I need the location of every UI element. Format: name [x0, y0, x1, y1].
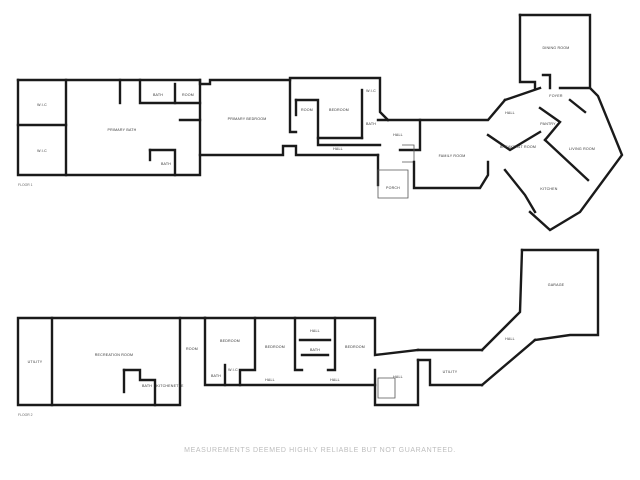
- room-label-bedroom-4: BEDROOM: [345, 345, 365, 349]
- room-label-hall-3: HALL: [505, 111, 515, 115]
- room-label-kitchen: KITCHEN: [540, 187, 557, 191]
- room-label-family-room: FAMILY ROOM: [439, 154, 466, 158]
- room-label-garage: GARAGE: [548, 283, 565, 287]
- room-label-living-room: LIVING ROOM: [569, 147, 595, 151]
- room-label-recreation-room: RECREATION ROOM: [95, 353, 133, 357]
- room-label-bath-5: BATH: [211, 374, 221, 378]
- room-label-bath-4: BATH: [142, 384, 152, 388]
- room-label-primary-bath: PRIMARY BATH: [108, 128, 137, 132]
- room-label-room-2: ROOM: [301, 108, 313, 112]
- disclaimer-text: MEASUREMENTS DEEMED HIGHLY RELIABLE BUT …: [184, 447, 456, 454]
- room-label-hall-8: HALL: [505, 337, 515, 341]
- room-label-hall-5: HALL: [265, 378, 275, 382]
- room-label-breakfast-room: BREAKFAST ROOM: [500, 145, 536, 149]
- room-label-hall-6: HALL: [330, 378, 340, 382]
- floor-1-label: FLOOR 1: [18, 183, 33, 187]
- room-label-room: ROOM: [182, 93, 194, 97]
- room-label-utility-2: UTILITY: [443, 370, 458, 374]
- room-label-wic-1: W.I.C: [37, 103, 47, 107]
- room-label-hall-1: HALL: [333, 147, 343, 151]
- room-label-pantry: PANTRY: [540, 122, 556, 126]
- room-label-hall-7: HALL: [393, 375, 403, 379]
- room-label-kitchenette: KITCHENETTE: [156, 384, 184, 388]
- room-label-porch: PORCH: [386, 186, 400, 190]
- room-label-wic-3: W.I.C: [366, 89, 376, 93]
- floor-2-label: FLOOR 2: [18, 413, 33, 417]
- room-label-hall-2: HALL: [393, 133, 403, 137]
- room-label-foyer: FOYER: [549, 94, 563, 98]
- room-label-bath-2: BATH: [161, 162, 171, 166]
- floor-1-plan: [16, 13, 624, 232]
- room-label-utility-1: UTILITY: [28, 360, 43, 364]
- room-label-bath-3: BATH: [366, 122, 376, 126]
- room-label-bedroom-1: BEDROOM: [329, 108, 349, 112]
- room-label-wic-2: W.I.C: [37, 149, 47, 153]
- room-label-room-3: ROOM: [186, 347, 198, 351]
- room-label-dining-room: DINING ROOM: [543, 46, 570, 50]
- room-label-wic-4: W.I.C: [228, 368, 238, 372]
- room-label-primary-bedroom: PRIMARY BEDROOM: [228, 117, 267, 121]
- room-label-bath-6: BATH: [310, 348, 320, 352]
- floor-2-plan: [16, 248, 600, 407]
- room-label-hall-4: HALL: [310, 329, 320, 333]
- room-label-bedroom-2: BEDROOM: [220, 339, 240, 343]
- room-label-bath-1: BATH: [153, 93, 163, 97]
- room-label-bedroom-3: BEDROOM: [265, 345, 285, 349]
